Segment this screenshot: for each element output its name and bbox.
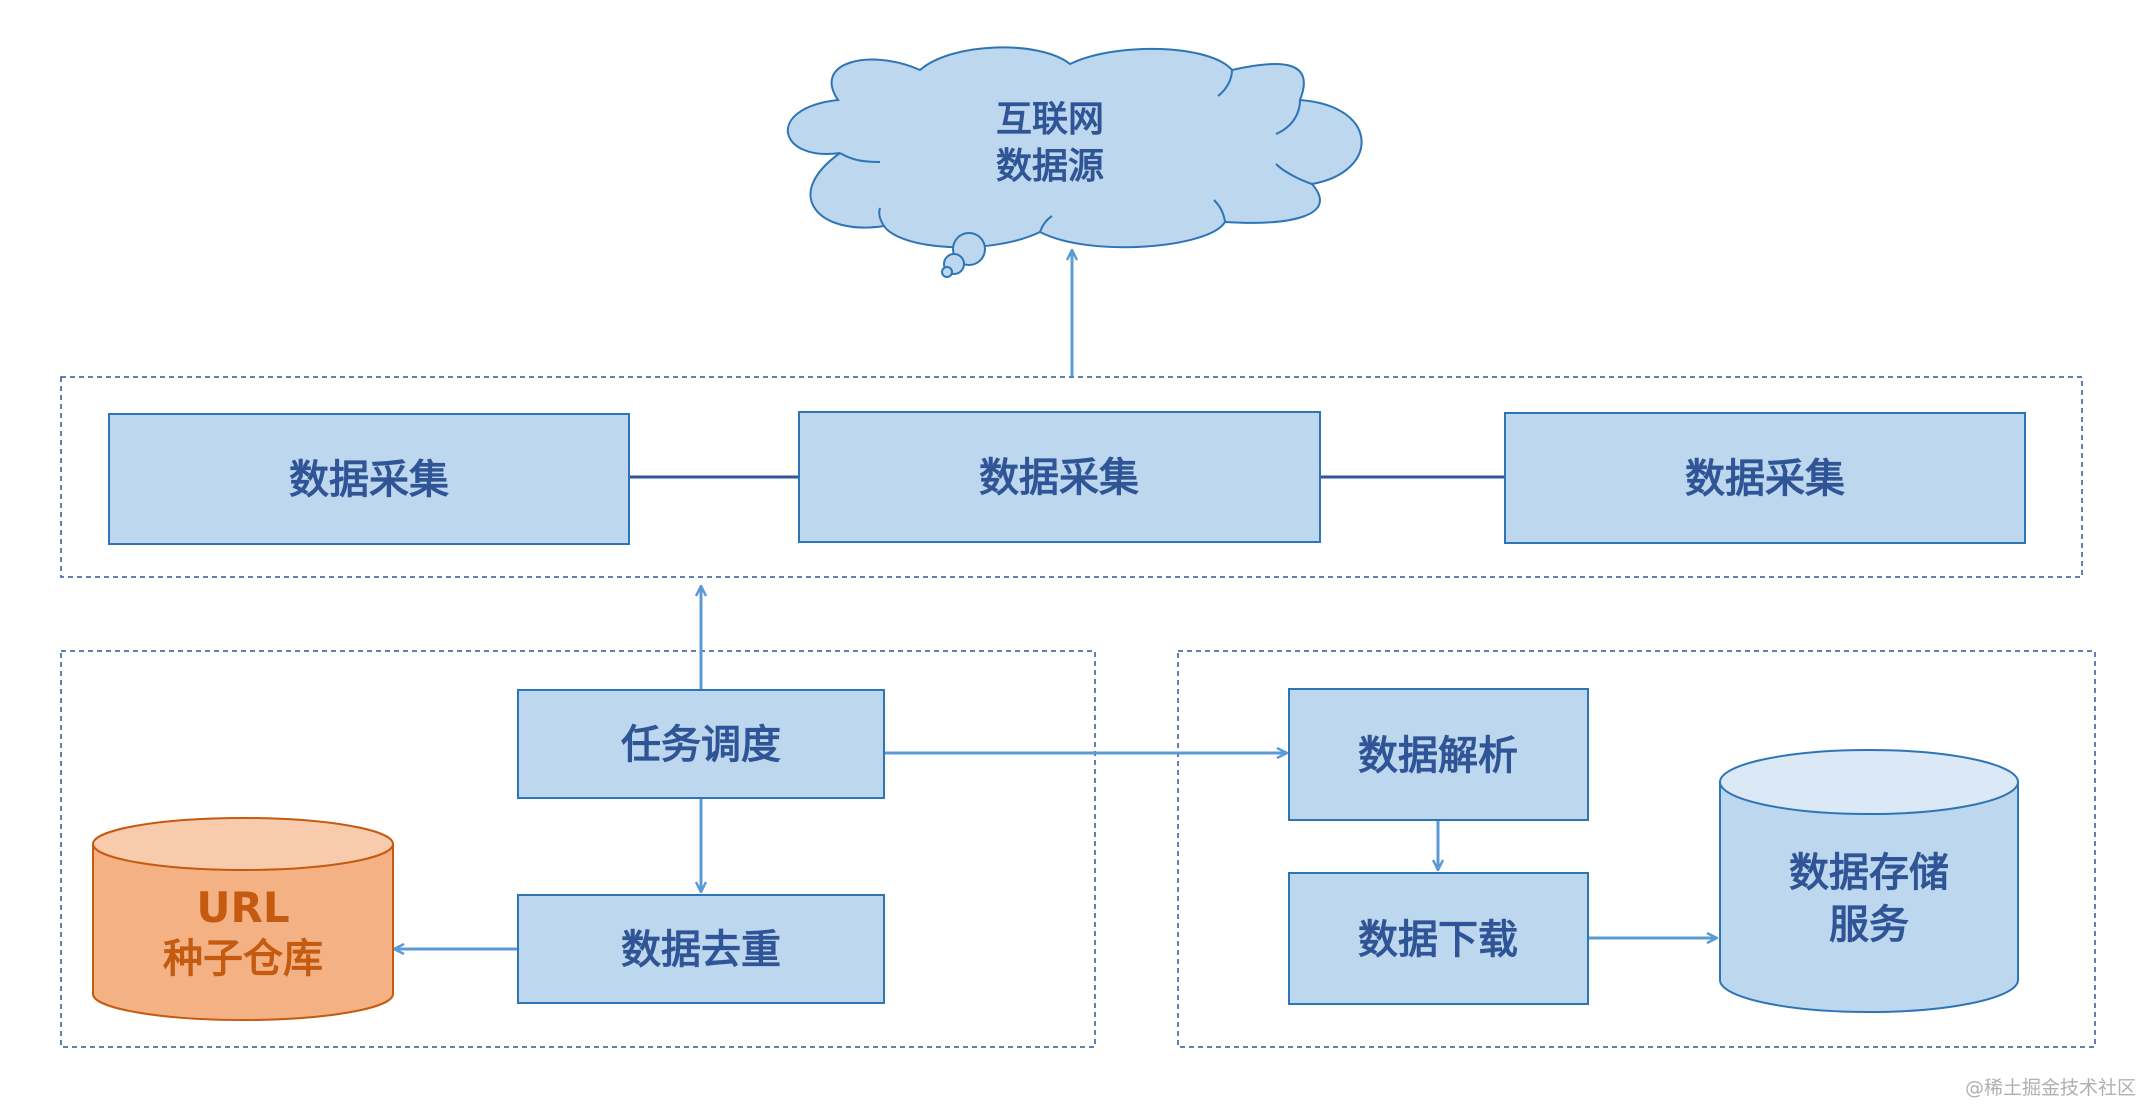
scheduler-box: 任务调度 (517, 689, 885, 799)
cloud-bubble-small (941, 266, 953, 278)
url-store-cylinder: URL 种子仓库 (92, 817, 394, 1021)
internet-cloud: 互联网 数据源 (787, 46, 1363, 278)
scheduling-group (60, 650, 1096, 1048)
storage-label-line1: 数据存储 (1789, 850, 1949, 896)
dedup-box: 数据去重 (517, 894, 885, 1004)
storage-cylinder: 数据存储 服务 (1719, 749, 2019, 1013)
collector-box-2: 数据采集 (798, 411, 1321, 543)
url-store-label-line2: 种子仓库 (163, 936, 323, 982)
scheduler-label: 任务调度 (621, 722, 781, 768)
downloader-box: 数据下载 (1288, 872, 1589, 1005)
collection-group (60, 376, 2083, 578)
collector-label: 数据采集 (289, 457, 449, 503)
url-store-label-line1: URL (196, 883, 289, 932)
storage-label-line2: 服务 (1829, 902, 1909, 948)
collector-box-3: 数据采集 (1504, 412, 2026, 544)
cloud-label-line1: 互联网 (996, 99, 1104, 140)
collector-box-1: 数据采集 (108, 413, 630, 545)
cloud-label-line2: 数据源 (996, 146, 1104, 187)
dedup-label: 数据去重 (621, 927, 781, 973)
watermark: @稀土掘金技术社区 (1965, 1077, 2136, 1099)
parser-label: 数据解析 (1358, 733, 1518, 779)
collector-label: 数据采集 (1685, 456, 1845, 502)
downloader-label: 数据下载 (1358, 917, 1518, 963)
parser-box: 数据解析 (1288, 688, 1589, 821)
collector-label: 数据采集 (979, 455, 1139, 501)
